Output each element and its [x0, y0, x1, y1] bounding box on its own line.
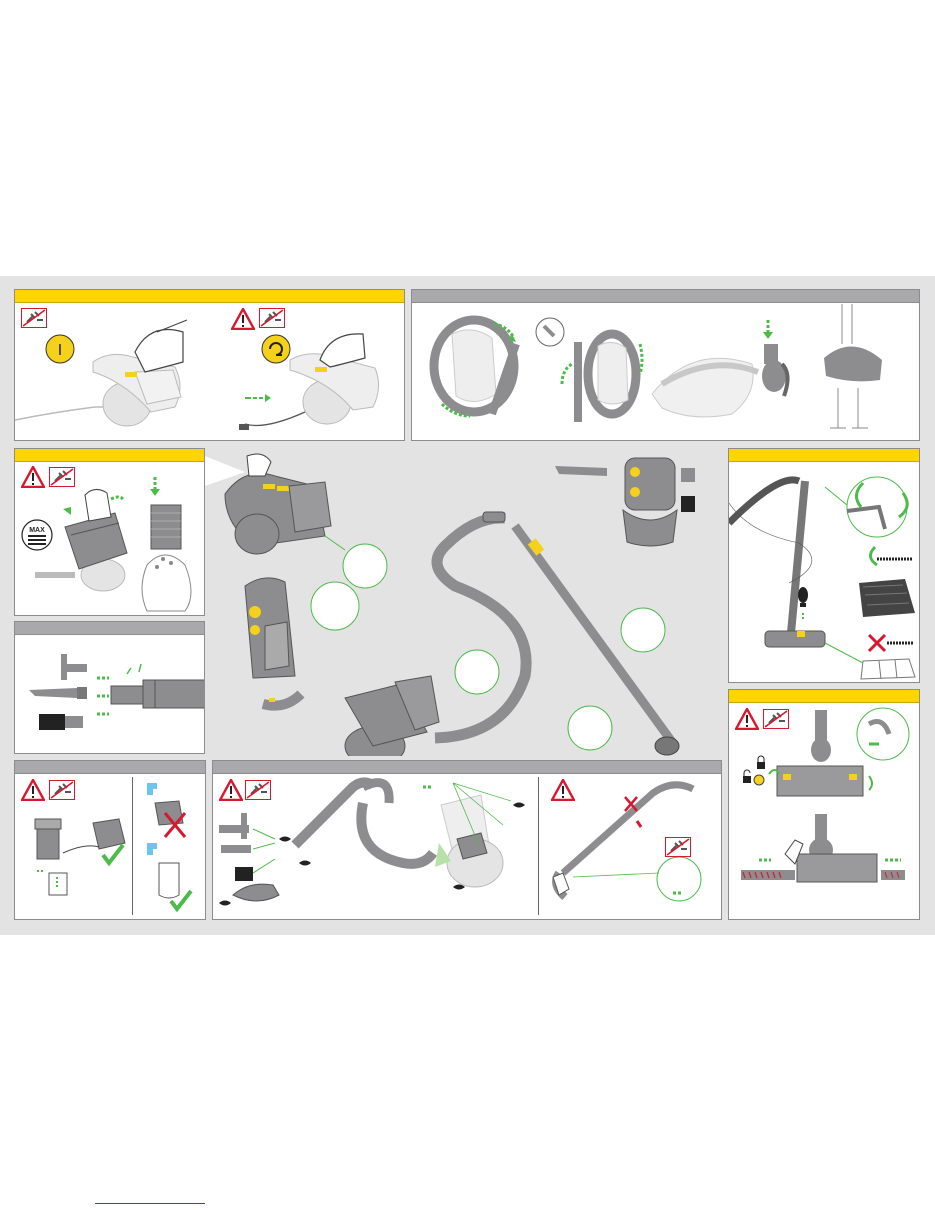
warning-icon	[231, 308, 255, 330]
crevice-tool-icon	[29, 687, 87, 699]
panel-header-band	[15, 622, 204, 635]
unplug-icon	[665, 837, 691, 857]
storage-illustrations	[429, 304, 882, 429]
warning-icon	[21, 779, 45, 801]
bin-empty-illustration	[35, 477, 192, 612]
unplug-icon	[245, 780, 271, 800]
panel-divider	[538, 777, 539, 915]
power-button-icon[interactable]: I	[45, 334, 75, 364]
filter-washing-illustration	[34, 783, 193, 913]
cord-rewind-icon[interactable]	[261, 334, 291, 364]
cross-icon	[624, 796, 638, 812]
footer-link-underline	[95, 1203, 205, 1204]
cross-icon	[163, 812, 187, 838]
brushbar-illustration	[741, 707, 910, 883]
eye-icon	[219, 900, 231, 906]
panel-switch-on: I	[14, 289, 405, 441]
cross-icon	[867, 633, 887, 653]
hard-floor-icon	[860, 658, 916, 680]
max-mark-icon: MAX	[21, 519, 53, 551]
max-mark-label: MAX	[29, 527, 45, 534]
unplug-icon	[21, 308, 47, 328]
panel-blockage-check	[212, 760, 722, 920]
panel-header-band	[412, 290, 919, 303]
eye-icon	[513, 802, 525, 808]
machine-illustration-right	[239, 333, 379, 430]
warning-icon	[21, 466, 45, 488]
panel-tool-attachments	[14, 621, 205, 754]
panel-header-band	[213, 761, 721, 774]
panel-brushbar-clear	[728, 689, 920, 920]
eye-icon	[453, 884, 465, 890]
instruction-sheet: I	[0, 276, 935, 935]
warning-icon	[219, 779, 243, 801]
unplug-icon	[49, 780, 75, 800]
rotate-icon	[898, 492, 909, 519]
unplug-icon	[763, 709, 789, 729]
panel-header-band	[15, 290, 404, 303]
center-overview-illustration	[205, 453, 695, 756]
machine-illustration-left	[15, 319, 188, 427]
check-icon	[169, 889, 193, 913]
brush-tool-icon	[39, 714, 83, 730]
floor-tool-modes-illustration	[729, 476, 916, 680]
lock-icon	[757, 755, 765, 769]
panel-divider	[132, 777, 133, 915]
unlock-icon	[743, 769, 751, 783]
eye-icon	[279, 836, 291, 842]
warning-icon	[551, 779, 575, 801]
carpet-icon	[859, 579, 915, 617]
rotate-icon	[855, 481, 865, 508]
panel-storage	[411, 289, 920, 441]
tap-icon	[147, 843, 157, 855]
panel-bin-empty: MAX	[14, 448, 205, 616]
tool-attachments-illustration	[29, 654, 204, 730]
foot-pedal-icon	[798, 587, 808, 607]
unplug-icon	[259, 308, 285, 328]
panel-header-band	[15, 761, 205, 774]
panel-header-band	[15, 449, 204, 462]
blockage-illustration	[219, 777, 702, 906]
stair-tool-icon	[61, 654, 87, 680]
panel-filter-washing	[14, 760, 206, 920]
panel-floor-tool-modes	[728, 448, 920, 683]
panel-header-band	[729, 690, 919, 703]
panel-header-band	[729, 449, 919, 462]
power-switch-label: I	[58, 342, 62, 359]
eye-icon	[299, 860, 311, 866]
unplug-icon	[49, 467, 75, 487]
rotate-icon	[869, 545, 878, 567]
tap-icon	[147, 783, 157, 795]
check-icon	[101, 843, 125, 867]
warning-icon	[735, 708, 759, 730]
